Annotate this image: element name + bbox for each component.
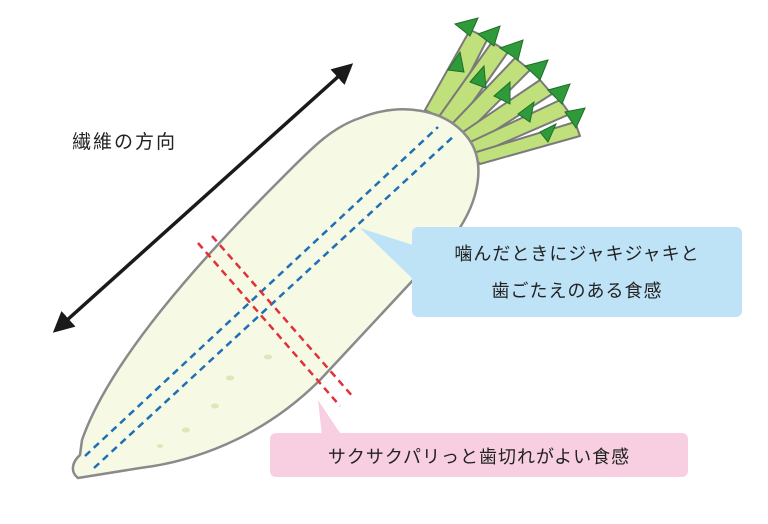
lengthwise-texture-callout: 噛んだときにジャキジャキと 歯ごたえのある食感 <box>412 227 742 317</box>
fiber-direction-arrow <box>52 63 354 333</box>
radish-leaves <box>424 17 586 165</box>
crosswise-texture-callout: サクサクパリっと歯切れがよい食感 <box>270 433 688 477</box>
fiber-direction-label: 繊維の方向 <box>72 131 178 153</box>
root-hair-marks <box>157 354 272 448</box>
blue-callout-pointer <box>360 228 416 282</box>
lengthwise-texture-line1: 噛んだときにジャキジャキと <box>454 244 700 265</box>
pink-callout-pointer <box>318 400 342 436</box>
lengthwise-texture-line2: 歯ごたえのある食感 <box>491 281 663 302</box>
crosswise-texture-text: サクサクパリっと歯切れがよい食感 <box>327 447 631 468</box>
